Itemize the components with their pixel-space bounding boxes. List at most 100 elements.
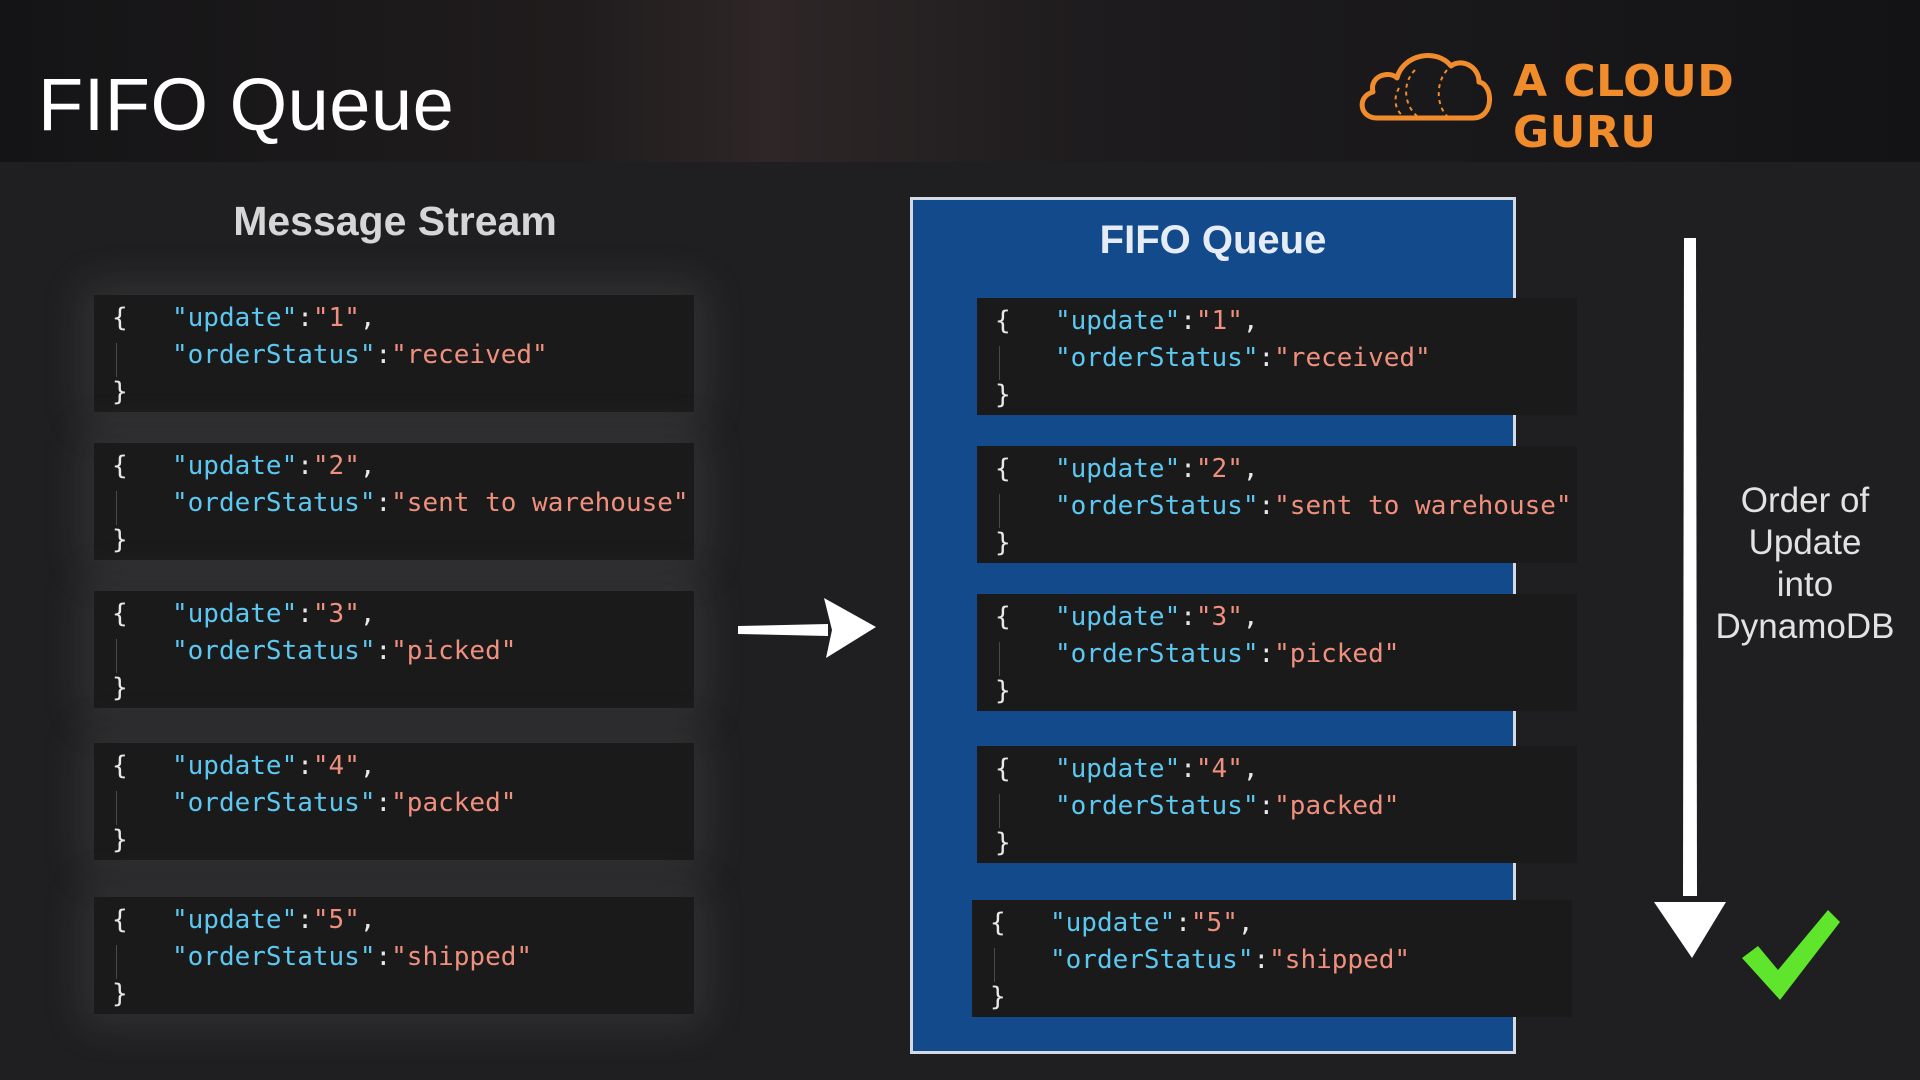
indent-guide	[116, 639, 117, 673]
update-value: "2"	[1195, 454, 1243, 484]
update-line: "update":"5",	[1050, 908, 1254, 938]
json-colon: :	[375, 942, 392, 972]
update-value: "1"	[1195, 306, 1243, 336]
json-colon: :	[1258, 639, 1275, 669]
json-comma: ,	[359, 451, 376, 481]
order-label-line: Order of	[1740, 481, 1870, 520]
message-card: { "update":"5", "orderStatus":"shipped" …	[94, 897, 694, 1014]
indent-guide	[999, 494, 1000, 528]
close-brace: }	[112, 525, 128, 555]
status-line: "orderStatus":"received"	[172, 340, 548, 370]
json-colon: :	[1253, 945, 1270, 975]
status-value: "shipped"	[1269, 945, 1411, 975]
update-value: "5"	[1190, 908, 1238, 938]
json-comma: ,	[359, 303, 376, 333]
json-colon: :	[375, 788, 392, 818]
close-brace: }	[112, 377, 128, 407]
brand-logo: A CLOUD GURU	[1355, 40, 1875, 158]
close-brace: }	[112, 673, 128, 703]
json-comma: ,	[1242, 306, 1259, 336]
update-value: "4"	[1195, 754, 1243, 784]
open-brace: {	[995, 754, 1011, 784]
open-brace: {	[990, 908, 1006, 938]
order-of-update-label: Order of Update into DynamoDB	[1700, 480, 1910, 648]
queue-message-card: { "update":"2", "orderStatus":"sent to w…	[977, 446, 1577, 563]
status-value: "received"	[1274, 343, 1431, 373]
checkmark-icon	[1742, 910, 1840, 1000]
json-key: "update"	[172, 905, 298, 935]
status-line: "orderStatus":"picked"	[1055, 639, 1399, 669]
close-brace: }	[112, 979, 128, 1009]
json-colon: :	[375, 488, 392, 518]
update-value: "3"	[1195, 602, 1243, 632]
json-colon: :	[1180, 754, 1196, 784]
open-brace: {	[995, 602, 1011, 632]
status-value: "packed"	[1274, 791, 1400, 821]
close-brace: }	[995, 528, 1011, 558]
queue-message-card: { "update":"1", "orderStatus":"received"…	[977, 298, 1577, 415]
json-comma: ,	[1242, 602, 1259, 632]
json-comma: ,	[1237, 908, 1254, 938]
open-brace: {	[112, 751, 128, 781]
update-value: "5"	[312, 905, 360, 935]
queue-message-card: { "update":"4", "orderStatus":"packed" }	[977, 746, 1577, 863]
indent-guide	[116, 945, 117, 979]
json-message: { "update":"5", "orderStatus":"shipped" …	[94, 897, 694, 1014]
update-line: "update":"2",	[1055, 454, 1259, 484]
status-line: "orderStatus":"packed"	[172, 788, 516, 818]
json-colon: :	[1175, 908, 1191, 938]
status-line: "orderStatus":"received"	[1055, 343, 1431, 373]
json-key: "update"	[172, 751, 298, 781]
json-colon: :	[297, 751, 313, 781]
json-key: "update"	[172, 599, 298, 629]
json-colon: :	[375, 636, 392, 666]
slide-title: FIFO Queue	[38, 63, 455, 146]
brand-name: A CLOUD GURU	[1513, 56, 1735, 158]
status-value: "received"	[391, 340, 548, 370]
json-key: "orderStatus"	[1055, 343, 1259, 373]
status-line: "orderStatus":"shipped"	[172, 942, 532, 972]
open-brace: {	[112, 599, 128, 629]
json-message: { "update":"1", "orderStatus":"received"…	[977, 298, 1577, 415]
json-key: "update"	[172, 451, 298, 481]
order-label-line: into	[1776, 565, 1834, 604]
fifo-queue-title: FIFO Queue	[1099, 218, 1327, 262]
update-line: "update":"5",	[172, 905, 376, 935]
status-value: "sent to warehouse"	[391, 488, 689, 518]
json-key: "orderStatus"	[1055, 491, 1259, 521]
update-line: "update":"3",	[172, 599, 376, 629]
slide-header	[0, 0, 1920, 162]
json-comma: ,	[359, 905, 376, 935]
json-colon: :	[375, 340, 392, 370]
json-message: { "update":"4", "orderStatus":"packed" }	[977, 746, 1577, 863]
json-message: { "update":"3", "orderStatus":"picked" }	[94, 591, 694, 708]
status-value: "picked"	[391, 636, 517, 666]
update-line: "update":"4",	[1055, 754, 1259, 784]
json-key: "orderStatus"	[172, 636, 376, 666]
json-key: "update"	[1055, 602, 1181, 632]
close-brace: }	[112, 825, 128, 855]
json-key: "orderStatus"	[172, 340, 376, 370]
update-line: "update":"2",	[172, 451, 376, 481]
indent-guide	[999, 346, 1000, 380]
arrow-down-icon	[1654, 238, 1726, 958]
json-colon: :	[1258, 791, 1275, 821]
update-line: "update":"3",	[1055, 602, 1259, 632]
json-colon: :	[297, 599, 313, 629]
message-stream-title: Message Stream	[233, 198, 557, 244]
json-key: "orderStatus"	[172, 788, 376, 818]
status-line: "orderStatus":"shipped"	[1050, 945, 1410, 975]
status-line: "orderStatus":"picked"	[172, 636, 516, 666]
open-brace: {	[112, 905, 128, 935]
queue-message-card: { "update":"3", "orderStatus":"picked" }	[977, 594, 1577, 711]
update-value: "4"	[312, 751, 360, 781]
status-value: "picked"	[1274, 639, 1400, 669]
indent-guide	[999, 642, 1000, 676]
json-comma: ,	[1242, 754, 1259, 784]
queue-message-card: { "update":"5", "orderStatus":"shipped" …	[972, 900, 1572, 1017]
json-colon: :	[297, 451, 313, 481]
json-key: "orderStatus"	[172, 942, 376, 972]
close-brace: }	[995, 380, 1011, 410]
fifo-queue-panel: FIFO Queue { "update":"1", "orderStatus"…	[910, 197, 1577, 1054]
json-comma: ,	[359, 751, 376, 781]
